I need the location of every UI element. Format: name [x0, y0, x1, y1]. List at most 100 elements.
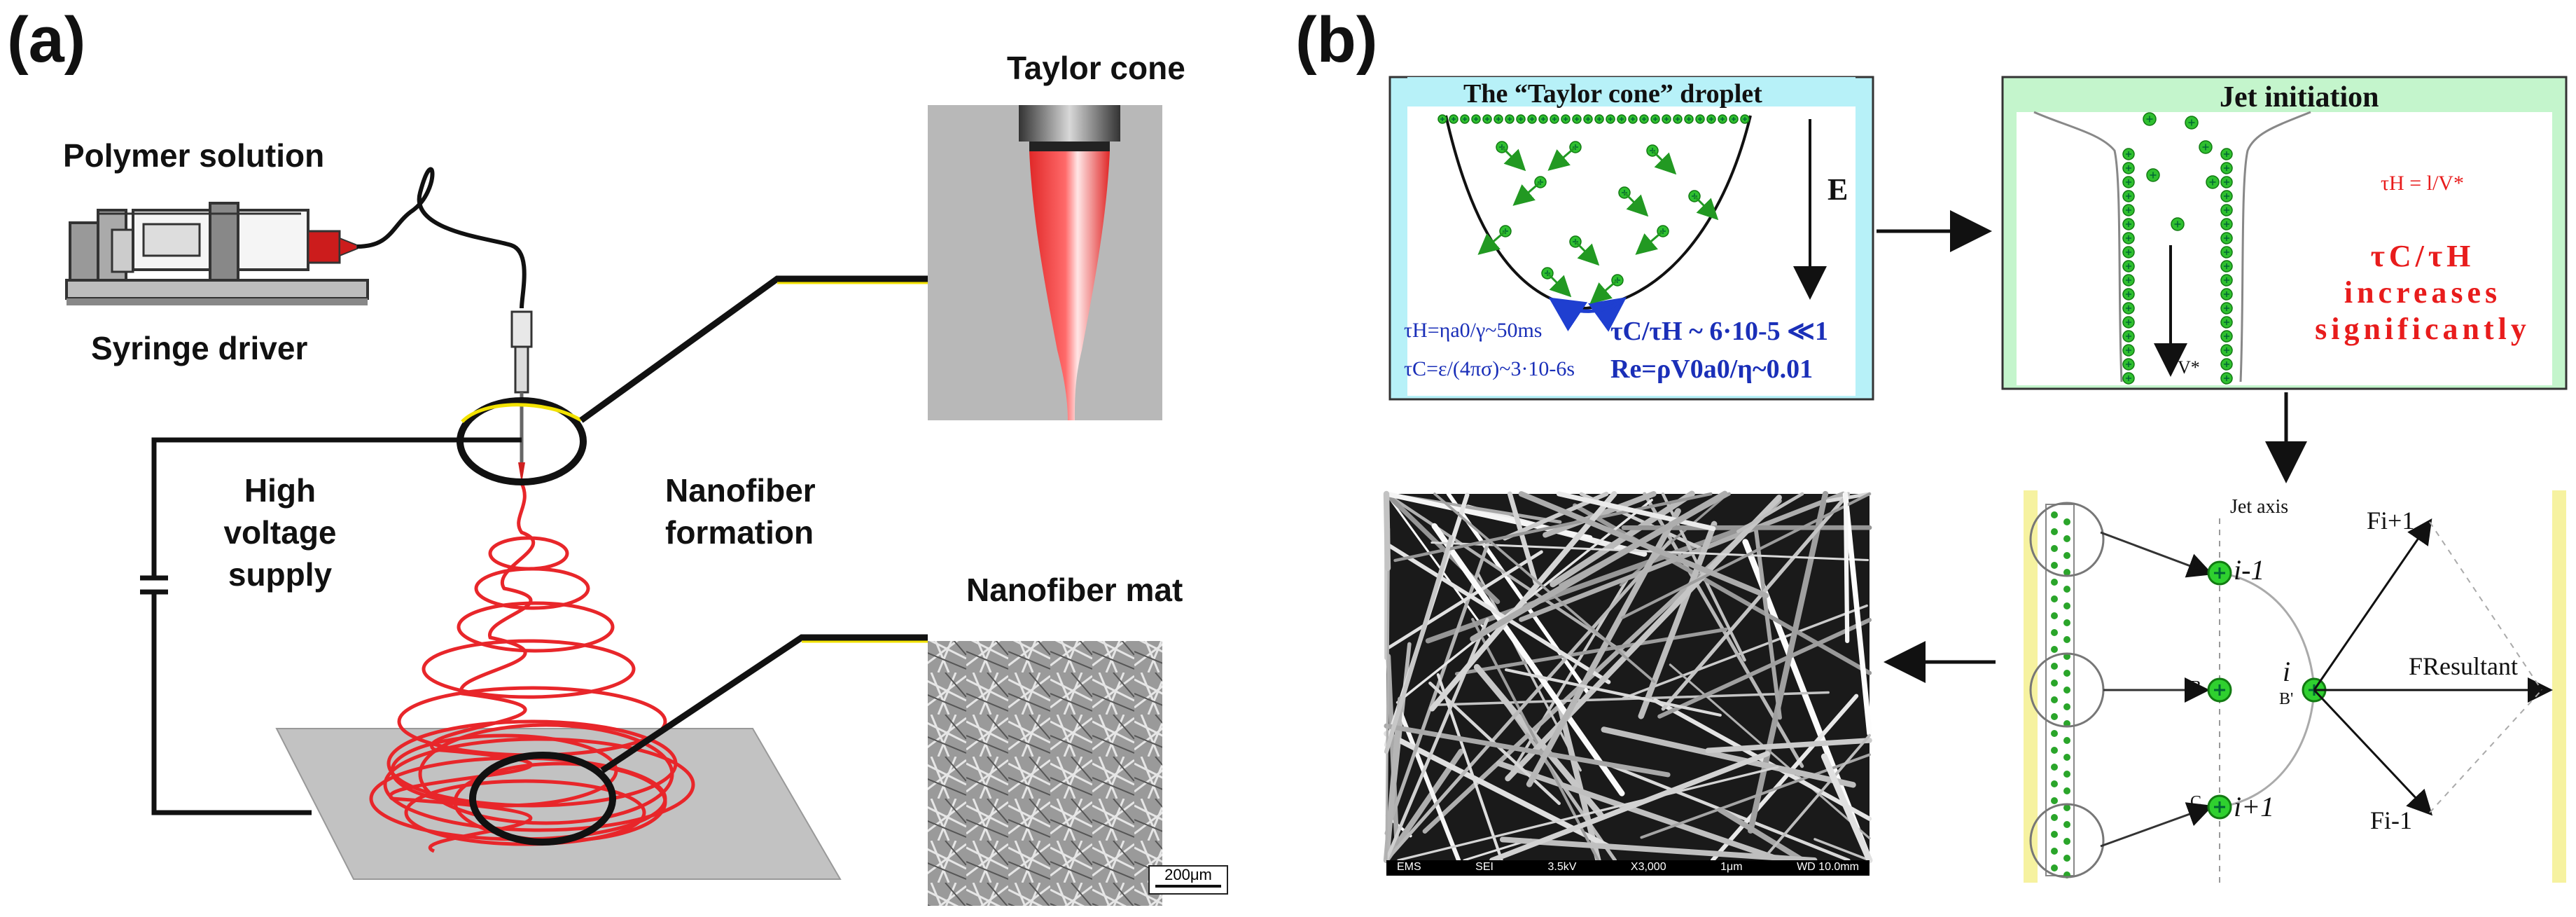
- charge: [2220, 148, 2233, 160]
- droplet-box: [1388, 76, 1874, 401]
- charge: [1695, 114, 1705, 124]
- charge: [2122, 302, 2135, 315]
- point-b-label: B: [2190, 678, 2202, 696]
- panel-a-label: (a): [7, 4, 86, 76]
- droplet-title: The “Taylor cone” droplet: [1463, 79, 1762, 109]
- jet-initiation-box: [2001, 76, 2568, 390]
- charge: [1706, 114, 1716, 124]
- point-a-label: A: [2190, 560, 2203, 579]
- timescale-ratio: τC/τH ~ 6·10-5 ≪1: [1610, 317, 1828, 346]
- jet-ratio-statement: τC/τH increases significantly: [2315, 239, 2530, 346]
- charge: [2220, 232, 2233, 244]
- charge: [2206, 175, 2220, 189]
- panel-b-label: (b): [1295, 4, 1378, 76]
- charge: [2122, 288, 2135, 301]
- charge: [2122, 176, 2135, 188]
- charge: [1673, 114, 1683, 124]
- force-down-label: Fi-1: [2370, 806, 2413, 834]
- needle: [510, 310, 533, 483]
- charge: [2122, 344, 2135, 357]
- charge: [1729, 114, 1739, 124]
- charge: [2143, 112, 2157, 126]
- charge-next-label: i+1: [2234, 791, 2275, 822]
- charge: [1527, 114, 1537, 124]
- charge: [2220, 330, 2233, 343]
- charge: [1617, 114, 1627, 124]
- velocity-label: V*: [2178, 357, 2200, 378]
- tau-h-formula: τH=ηa0/γ~50ms: [1404, 319, 1543, 342]
- charge-i-label: i: [2283, 656, 2291, 687]
- zoom-circle-mat: [469, 752, 616, 846]
- charge: [2220, 260, 2233, 273]
- charge: [1628, 114, 1638, 124]
- taylor-cone-label: Taylor cone: [1007, 50, 1185, 86]
- taylor-cone-inset: [928, 105, 1162, 420]
- jet-axis-label: Jet axis: [2230, 496, 2289, 518]
- charge: [2122, 218, 2135, 230]
- charge: [2220, 302, 2233, 315]
- charge: [1505, 114, 1515, 124]
- sem-footer: EMS SEI 3.5kV X3,000 1μm WD 10.0mm: [1397, 861, 1859, 873]
- field-label: E: [1827, 172, 1849, 207]
- charge: [1650, 114, 1660, 124]
- charge: [1718, 114, 1727, 124]
- charge: [2220, 190, 2233, 202]
- charge: [2220, 218, 2233, 230]
- charge: [2122, 246, 2135, 258]
- charge: [2220, 162, 2233, 174]
- sem-image: [1383, 490, 1873, 876]
- charge: [2122, 260, 2135, 273]
- scale-bar: 200μm: [1148, 865, 1228, 895]
- charge: [2122, 190, 2135, 202]
- charge: [1516, 114, 1526, 124]
- circuit-wire: [151, 437, 522, 578]
- charge: [1550, 114, 1559, 124]
- charge: [1606, 114, 1615, 124]
- charge: [1471, 114, 1481, 124]
- charge: [1449, 114, 1458, 124]
- force-up-label: Fi+1: [2367, 506, 2415, 535]
- charge: [2122, 162, 2135, 174]
- charge: [1594, 114, 1604, 124]
- charge: [2122, 204, 2135, 216]
- polymer-solution-label: Polymer solution: [63, 137, 325, 174]
- charge: [1494, 114, 1503, 124]
- charge: [2220, 372, 2233, 385]
- bending-panel: [2006, 490, 2566, 883]
- charge: [1437, 114, 1447, 124]
- tau-c-formula: τC=ε/(4πσ)~3·10-6s: [1404, 357, 1575, 380]
- charge: [2199, 140, 2213, 154]
- charge: [2122, 330, 2135, 343]
- point-b-prime-label: B': [2279, 690, 2294, 708]
- charge: [2122, 274, 2135, 287]
- reynolds-number: Re=ρV0a0/η~0.01: [1610, 354, 1813, 384]
- charge-prev-label: i-1: [2234, 554, 2265, 586]
- zoom-circle-tip: [457, 397, 587, 485]
- charge: [2220, 274, 2233, 287]
- syringe-pump: [65, 202, 369, 305]
- charge: [2122, 372, 2135, 385]
- nanofiber-formation-label: Nanofiber formation: [665, 472, 816, 551]
- charge: [1684, 114, 1694, 124]
- charge: [2220, 246, 2233, 258]
- high-voltage-supply-label: High voltage supply: [223, 472, 337, 593]
- charge: [2220, 316, 2233, 329]
- charge: [1482, 114, 1492, 124]
- nanofiber-mat-label: Nanofiber mat: [966, 572, 1183, 608]
- charge: [2220, 204, 2233, 216]
- charge: [2220, 358, 2233, 371]
- nanofiber-mat-inset: [928, 641, 1162, 906]
- charge: [2185, 116, 2199, 130]
- charge: [1460, 114, 1470, 124]
- charge: [2122, 232, 2135, 244]
- charge: [1639, 114, 1649, 124]
- charge: [2220, 344, 2233, 357]
- force-resultant-label: FResultant: [2409, 652, 2519, 680]
- point-c-label: C: [2190, 793, 2202, 811]
- charge: [2220, 176, 2233, 188]
- charge: [2122, 316, 2135, 329]
- charge: [2122, 358, 2135, 371]
- charge: [2146, 168, 2160, 182]
